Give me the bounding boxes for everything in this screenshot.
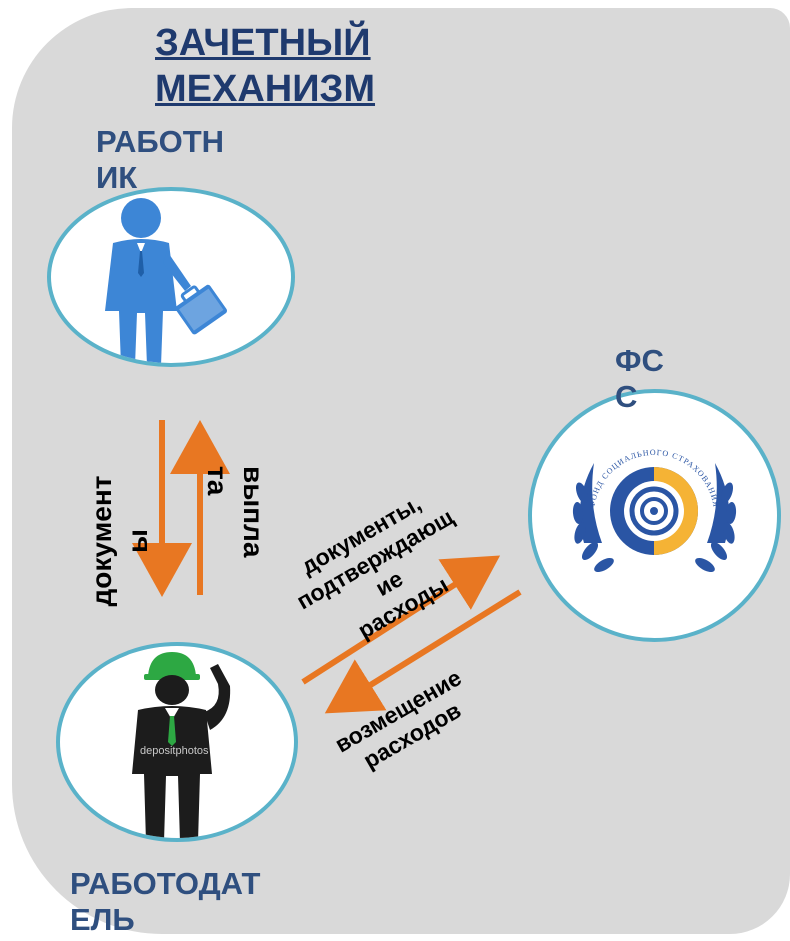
- payment-label: выпла та: [202, 466, 269, 558]
- worker-circle: [47, 187, 295, 367]
- fss-circle: ФОНД СОЦИАЛЬНОГО СТРАХОВАНИЯ: [528, 389, 781, 642]
- employer-circle: [56, 642, 298, 842]
- watermark: depositphotos: [140, 745, 209, 757]
- worker-label: РАБОТН ИК: [96, 124, 225, 195]
- employer-icon: [132, 652, 231, 838]
- documents-label: документ ы: [86, 475, 153, 607]
- employer-label: РАБОТОДАТ ЕЛЬ: [70, 866, 261, 937]
- diagram-title: ЗАЧЕТНЫЙ МЕХАНИЗМ: [155, 22, 376, 110]
- fss-emblem-icon: ФОНД СОЦИАЛЬНОГО СТРАХОВАНИЯ: [572, 448, 737, 572]
- fss-label: ФС С: [615, 343, 664, 414]
- worker-icon: [105, 198, 228, 363]
- arrow-reimbursement: [324, 589, 522, 714]
